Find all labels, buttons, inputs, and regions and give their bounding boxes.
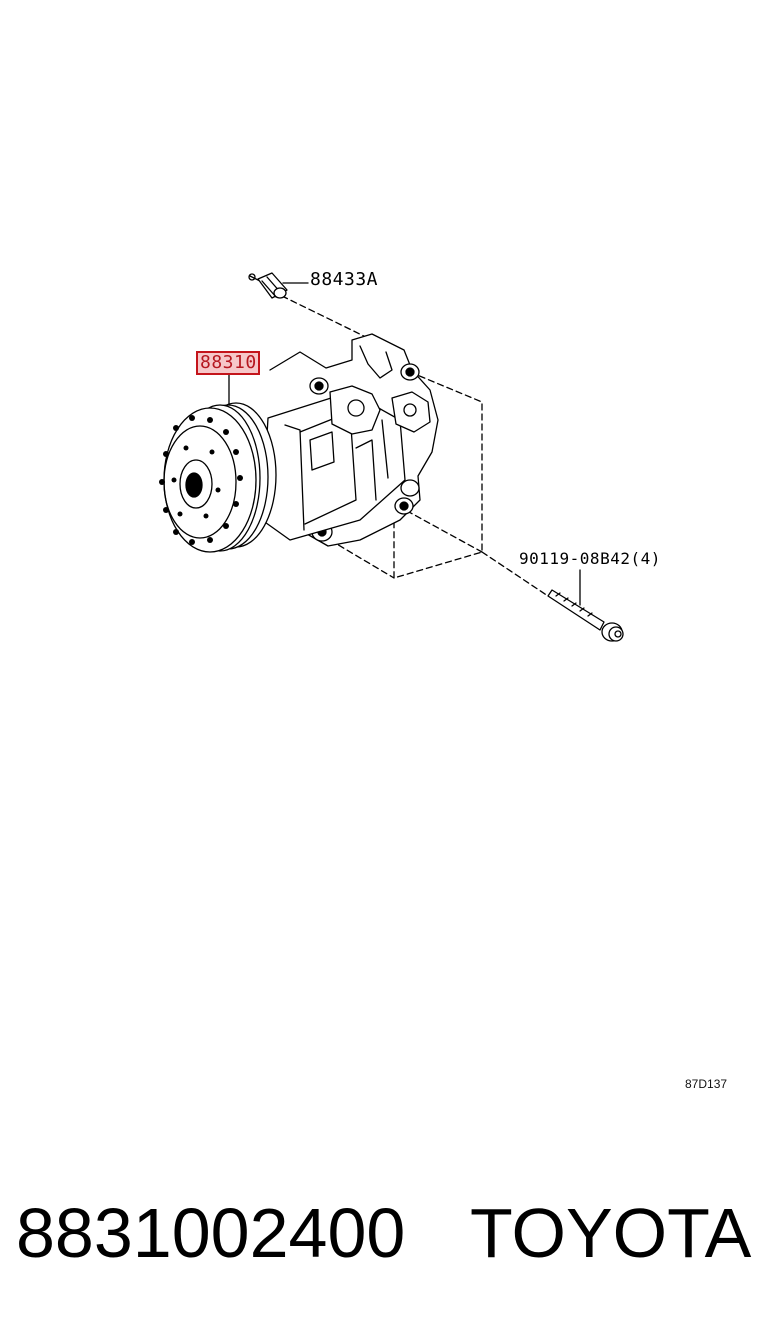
pulley-rivets bbox=[159, 415, 243, 545]
pressure-sensor bbox=[248, 272, 288, 299]
compressor-pulley bbox=[159, 402, 277, 553]
callout-compressor-part[interactable]: 88310 bbox=[196, 351, 260, 375]
callout-sensor-part: 88433A bbox=[310, 269, 379, 290]
figure-code: 87D137 bbox=[685, 1077, 728, 1091]
dashed-guides bbox=[281, 295, 549, 597]
part-footer: 8831002400 TOYOTA bbox=[16, 1188, 751, 1278]
compressor bbox=[261, 333, 439, 547]
callout-bolt-part: 90119-08B42(4) bbox=[519, 549, 661, 568]
brand-name: TOYOTA bbox=[470, 1194, 752, 1272]
mounting-bolt bbox=[547, 589, 624, 642]
part-number: 8831002400 bbox=[16, 1194, 406, 1272]
